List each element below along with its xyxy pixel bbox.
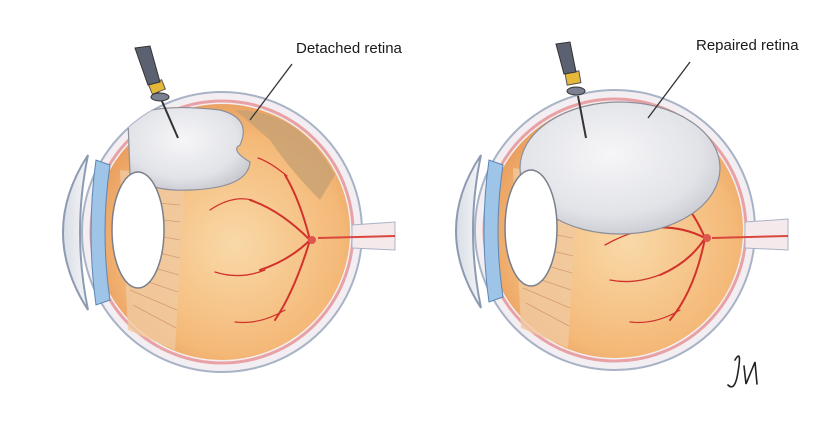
repaired-retina-label: Repaired retina [696, 37, 799, 54]
detached-retina-label: Detached retina [296, 40, 402, 57]
right-optic-disc [703, 234, 711, 242]
right-lens [505, 170, 557, 286]
artist-signature [728, 356, 757, 387]
right-eye [456, 42, 788, 370]
left-eye [63, 46, 395, 372]
left-optic-disc [308, 236, 316, 244]
left-lens [112, 172, 164, 288]
